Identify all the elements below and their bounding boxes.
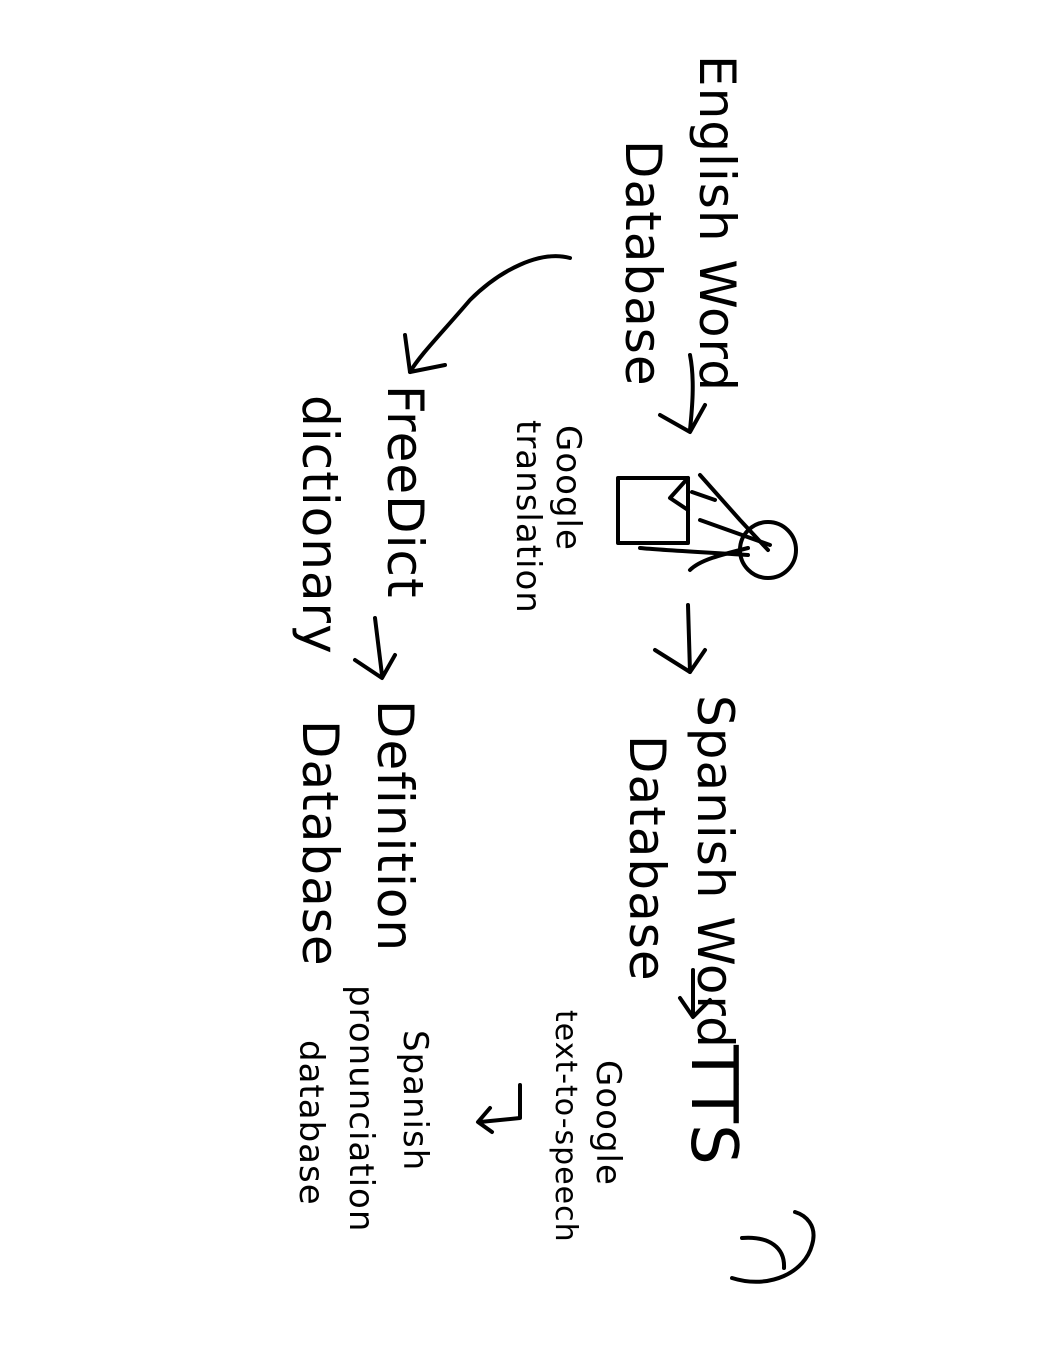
spanish-pron-line2: pronunciation bbox=[341, 985, 381, 1233]
arrow-english-to-freedict bbox=[403, 254, 572, 374]
arrow-translation-to-spanish bbox=[653, 603, 707, 674]
spanish-pron-line3: database bbox=[291, 1040, 331, 1206]
arrow-spanish-to-tts bbox=[678, 968, 712, 1019]
english-db-line1: English Word bbox=[688, 55, 746, 392]
english-db-line2: Database bbox=[614, 140, 672, 387]
arrow-english-to-translation bbox=[658, 353, 707, 434]
person-icon bbox=[638, 473, 798, 580]
google-tts-line1: Google bbox=[588, 1060, 628, 1186]
google-translation-line2: translation bbox=[508, 420, 548, 614]
arrow-tts-to-pronunciation bbox=[476, 1083, 522, 1134]
sound-waves-icon bbox=[730, 1210, 816, 1284]
spanish-db-line2: Database bbox=[618, 735, 676, 982]
document-icon bbox=[616, 476, 690, 545]
tts-label: TTS bbox=[676, 1045, 750, 1166]
arrow-freedict-to-definition bbox=[353, 616, 397, 680]
definition-db-line2: Database bbox=[291, 720, 349, 967]
spanish-pron-line1: Spanish bbox=[395, 1030, 435, 1172]
definition-db-line1: Definition bbox=[366, 700, 424, 953]
google-tts-line2: text-to-speech bbox=[548, 1010, 583, 1243]
spanish-db-line1: Spanish Word bbox=[686, 695, 744, 1049]
freedict-line1: FreeDict bbox=[376, 385, 434, 599]
google-translation-line1: Google bbox=[548, 425, 588, 551]
freedict-line2: dictionary bbox=[291, 395, 349, 655]
